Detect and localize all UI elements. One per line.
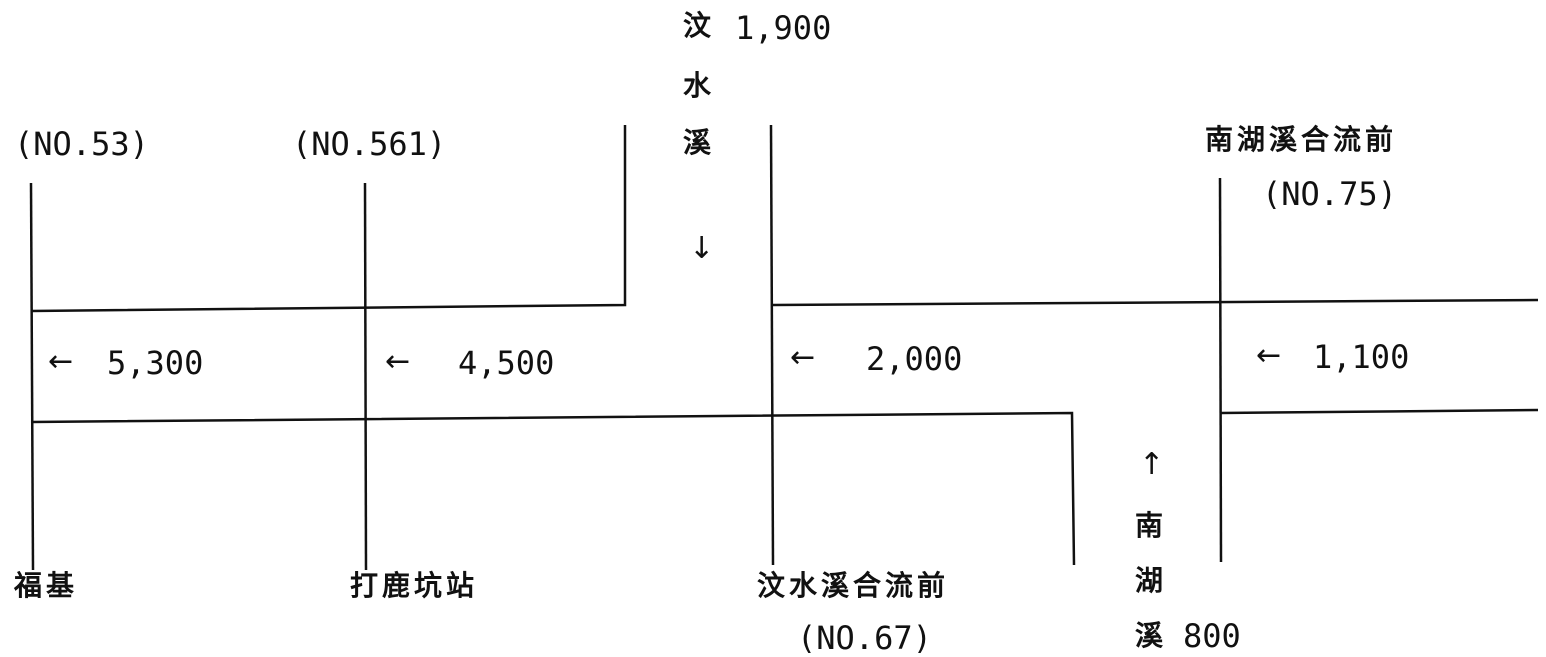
flow-value: 5,300 [107,344,204,382]
left-arrow-icon: ← [385,344,411,379]
section-line-dalukeng [363,182,368,571]
tributary-flow-value: 1,900 [735,9,832,47]
tributary-name-char: 溪 [1135,619,1164,652]
left-arrow-icon: ← [790,340,816,375]
up-arrow-icon: ↑ [1139,447,1165,482]
tributary-name-char: 溪 [683,126,712,159]
tributary-name-char: 南 [1135,509,1164,542]
tributary-name-char: 水 [683,69,712,102]
station-name-dalukeng: 打鹿坑站 [350,569,479,602]
station-name-fuji: 福基 [14,569,79,602]
station-no-jishui-confluence: (NO.67) [797,619,932,657]
lower-bank-west [30,411,1076,566]
tributary-name-char: 湖 [1135,564,1164,597]
flow-value: 2,000 [866,340,963,378]
station-no-dalukeng: (NO.561) [292,125,447,163]
station-name-jishui-confluence: 汶水溪合流前 [757,569,950,602]
lower-bank-east [1220,408,1539,415]
left-arrow-icon: ← [1256,338,1282,373]
flow-value: 1,100 [1313,338,1410,376]
left-arrow-icon: ← [48,344,74,379]
upper-bank-west [30,125,627,313]
section-line-jishui-confluence [769,124,775,566]
section-line-nanhu-confluence [1218,177,1223,563]
tributary-name-char: 汶 [683,9,712,42]
flow-value: 4,500 [458,344,555,382]
station-no-nanhu-confluence: (NO.75) [1262,175,1397,213]
station-name-nanhu-confluence: 南湖溪合流前 [1205,123,1398,156]
tributary-flow-value: 800 [1183,617,1241,655]
upper-bank-east [772,298,1539,307]
station-no-fuji: (NO.53) [14,125,149,163]
section-line-fuji [29,182,35,571]
down-arrow-icon: ↓ [689,231,715,266]
